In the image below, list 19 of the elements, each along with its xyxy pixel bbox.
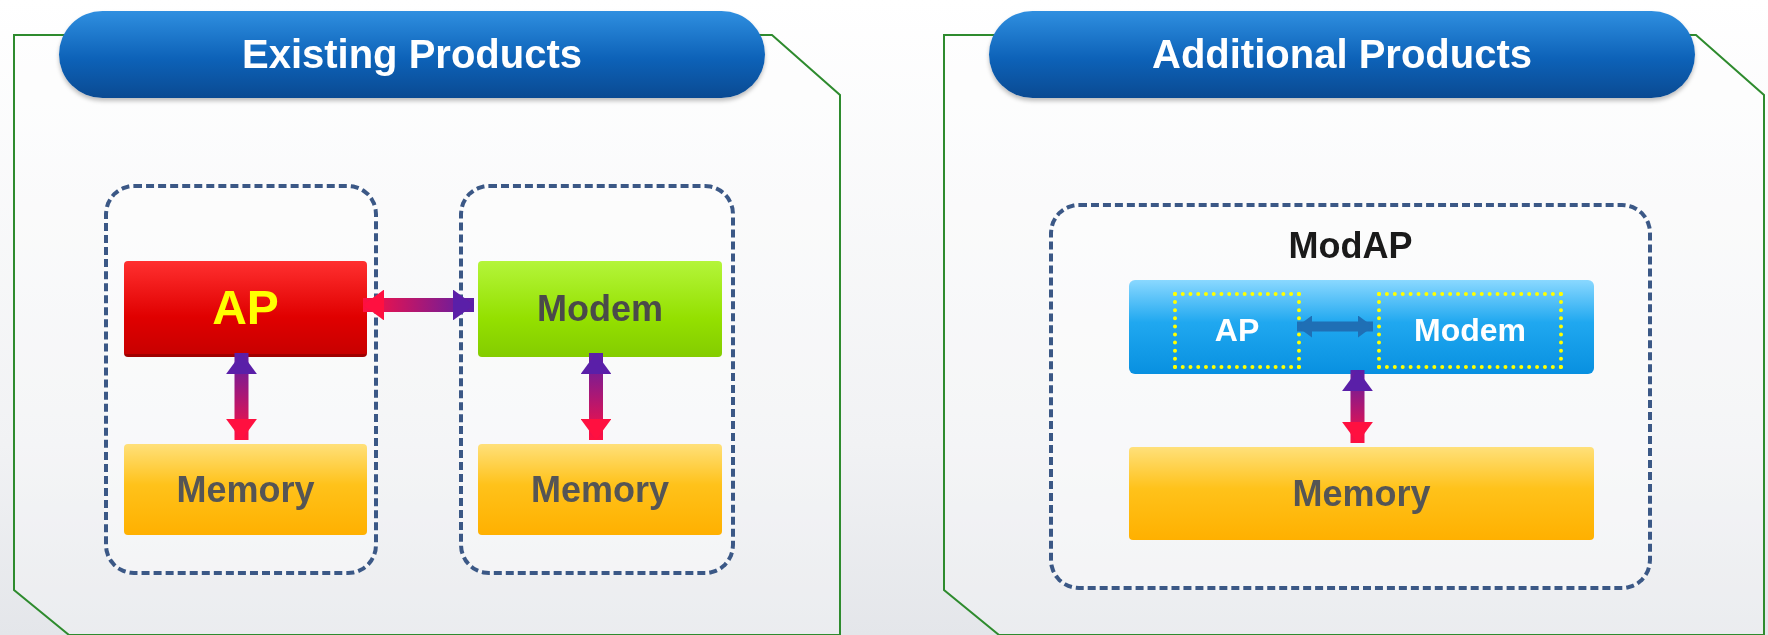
dashed-group-box	[104, 184, 378, 575]
memory-block: Memory	[478, 444, 722, 535]
dashed-group-box	[1049, 203, 1652, 590]
group-title: ModAP	[1287, 225, 1414, 267]
dotted-region: AP	[1173, 292, 1301, 369]
title-banner: Additional Products	[989, 11, 1695, 98]
memory-block: Memory	[124, 444, 367, 535]
double-arrow	[226, 353, 257, 440]
double-arrow	[1342, 370, 1373, 443]
title-banner: Existing Products	[59, 11, 765, 98]
double-arrow	[1297, 315, 1373, 338]
double-arrow	[363, 289, 474, 321]
dotted-region: Modem	[1377, 292, 1563, 369]
dashed-group-box	[459, 184, 735, 575]
chip-block: AP	[124, 261, 367, 357]
soc-bar	[1129, 280, 1594, 374]
double-arrow	[580, 353, 612, 440]
memory-block: Memory	[1129, 447, 1594, 540]
chip-block: Modem	[478, 261, 722, 357]
